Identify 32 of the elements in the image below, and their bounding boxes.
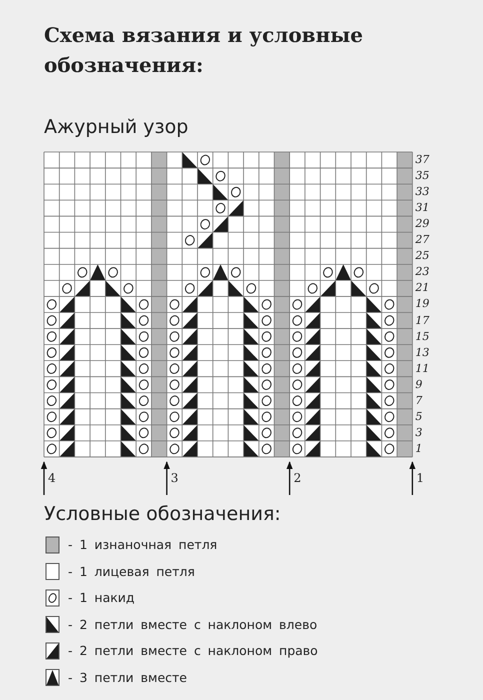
- repeat-number: 1: [416, 471, 424, 485]
- row-number: 9: [415, 378, 422, 392]
- legend-label: - 1 лицевая петля: [68, 564, 195, 580]
- row-number: 17: [415, 314, 430, 328]
- repeat-number: 2: [294, 471, 302, 485]
- row-number: 5: [415, 410, 422, 424]
- row-number: 19: [415, 297, 430, 312]
- row-number: 31: [415, 201, 430, 216]
- legend-label: - 2 петли вместе с наклоном право: [68, 643, 318, 659]
- row-number: 37: [415, 153, 430, 167]
- legend-heading: Условные обозначения:: [44, 503, 281, 525]
- row-number: 35: [415, 169, 430, 184]
- chart-heading: Ажурный узор: [44, 116, 188, 138]
- row-number: 29: [415, 217, 430, 232]
- legend-label: - 2 петли вместе с наклоном влево: [68, 616, 318, 632]
- row-number: 15: [415, 330, 430, 344]
- row-number: 11: [415, 362, 430, 376]
- title: Схема вязания и условные обозначения:: [44, 22, 364, 79]
- row-number: 3: [415, 426, 422, 440]
- row-number: 7: [415, 394, 422, 408]
- row-number: 21: [415, 281, 430, 296]
- repeat-number: 3: [170, 471, 178, 485]
- row-number: 33: [415, 185, 430, 200]
- legend-label: - 1 изнаночная петля: [68, 537, 218, 553]
- row-number: 27: [415, 233, 430, 248]
- repeat-number: 4: [48, 471, 56, 485]
- legend-label: - 1 накид: [68, 590, 135, 606]
- legend-label: - 3 петли вместе: [68, 670, 187, 686]
- row-number: 1: [415, 442, 422, 456]
- row-number: 13: [415, 346, 430, 360]
- row-number: 23: [415, 265, 430, 280]
- row-number: 25: [415, 249, 430, 264]
